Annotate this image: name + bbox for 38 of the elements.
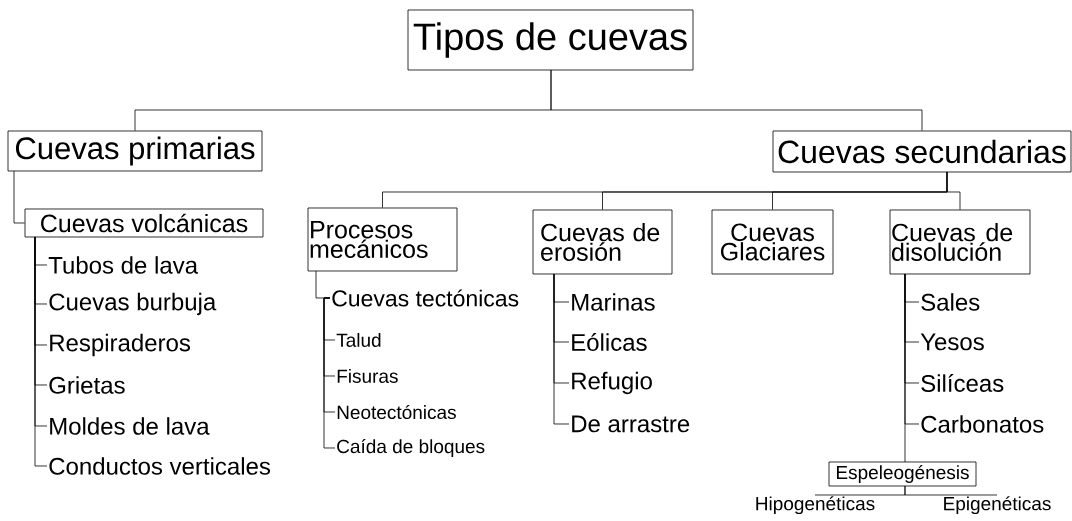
category-box: Cuevas secundarias	[772, 130, 1072, 173]
category-box: Cuevas Glaciares	[711, 209, 834, 275]
category-label: Yesos	[920, 333, 984, 351]
category-label: Caída de bloques	[337, 439, 485, 457]
category-label: Eólicas	[572, 333, 647, 351]
connector-line	[553, 273, 570, 425]
category-label: Tubos de lava	[48, 256, 199, 274]
category-label: Carbonatos	[921, 415, 1044, 433]
category-box: Cuevas de disolución	[889, 209, 1031, 275]
category-label: Cuevas tectónicas	[332, 289, 519, 307]
category-label: Moldes de lava	[50, 417, 210, 435]
category-label: Neotectónicas	[337, 404, 456, 420]
connector-line	[13, 170, 25, 224]
category-label: Cuevas burbuja	[49, 292, 217, 316]
connector-line	[550, 69, 923, 131]
category-label: De arrastre	[572, 415, 690, 433]
connector-line	[34, 236, 48, 467]
category-box: Espeleogénesis	[828, 461, 977, 487]
category-label: Sales	[921, 293, 980, 311]
category-label: Refugio	[572, 371, 652, 395]
category-label: Marinas	[572, 293, 655, 311]
category-box: Cuevas de erosión	[532, 209, 673, 275]
connector-line	[946, 171, 961, 210]
category-box: Cuevas primarias	[7, 130, 263, 172]
connector-line	[904, 273, 906, 463]
category-box: Tipos de cuevas	[407, 9, 694, 71]
category-label: Epigenéticas	[944, 496, 1051, 515]
category-label: Grietas	[49, 376, 125, 394]
category-label: Talud	[336, 333, 381, 347]
connector-line	[904, 485, 998, 496]
category-box: Procesos mecánicos	[307, 207, 458, 272]
category-label: Fisuras	[337, 369, 398, 383]
category-label: Respiraderos	[50, 333, 191, 357]
category-label: Conductos verticales	[49, 457, 271, 475]
category-box: Cuevas volcánicas	[24, 208, 264, 238]
connector-line	[323, 297, 336, 449]
category-label: Silíceas	[921, 374, 1004, 392]
category-label: Hipogenéticas	[756, 496, 875, 515]
